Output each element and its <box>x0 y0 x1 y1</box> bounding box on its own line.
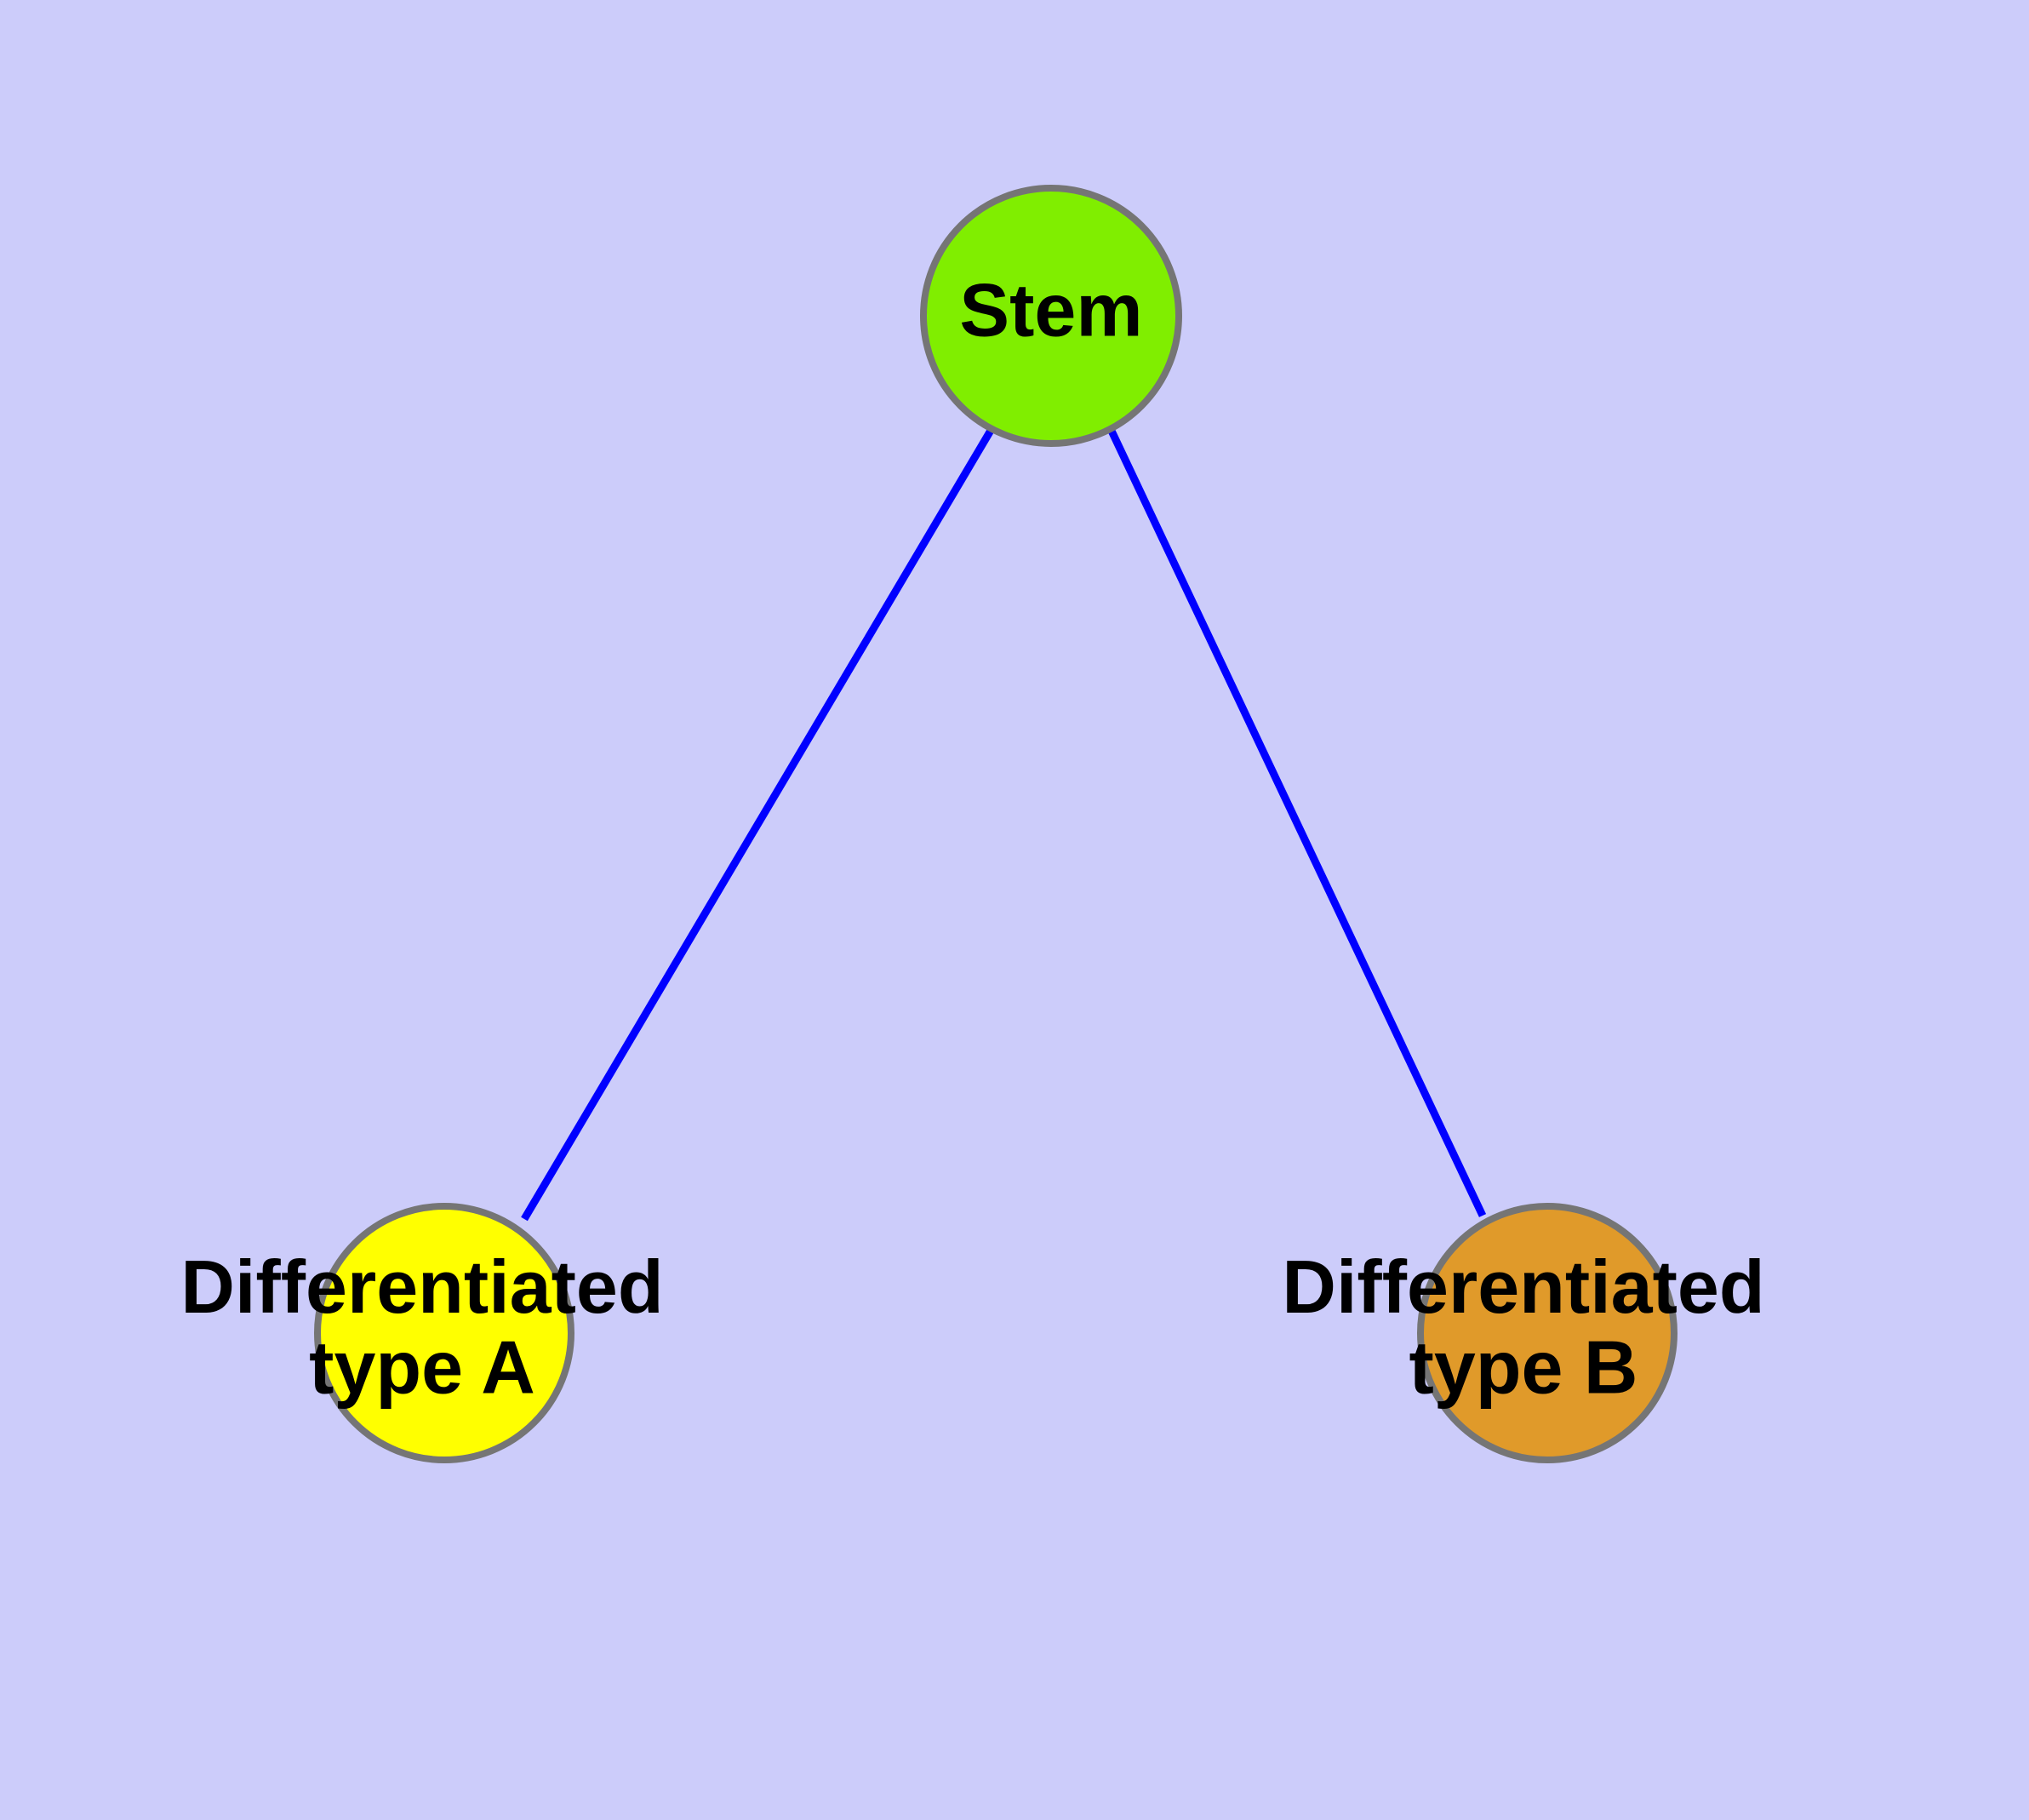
node-label-differentiated-type-a-line1: Differentiated <box>180 1245 663 1329</box>
node-circle-differentiated-type-a[interactable] <box>314 1203 574 1463</box>
node-circle-differentiated-type-b[interactable] <box>1417 1203 1677 1463</box>
edges-group <box>521 426 1487 1222</box>
node-label-differentiated-type-b-line1: Differentiated <box>1282 1245 1764 1329</box>
node-circle-stem[interactable] <box>920 185 1182 447</box>
node-label-differentiated-type-a-line2: type A <box>309 1325 535 1409</box>
edge-stem-to-type-a <box>521 426 995 1222</box>
node-label-stem-line1: Stem <box>959 267 1142 352</box>
node-stem[interactable]: Stem <box>920 185 1182 447</box>
node-label-differentiated-type-b-line2: type B <box>1409 1325 1638 1409</box>
edge-stem-to-type-b <box>1106 427 1487 1217</box>
